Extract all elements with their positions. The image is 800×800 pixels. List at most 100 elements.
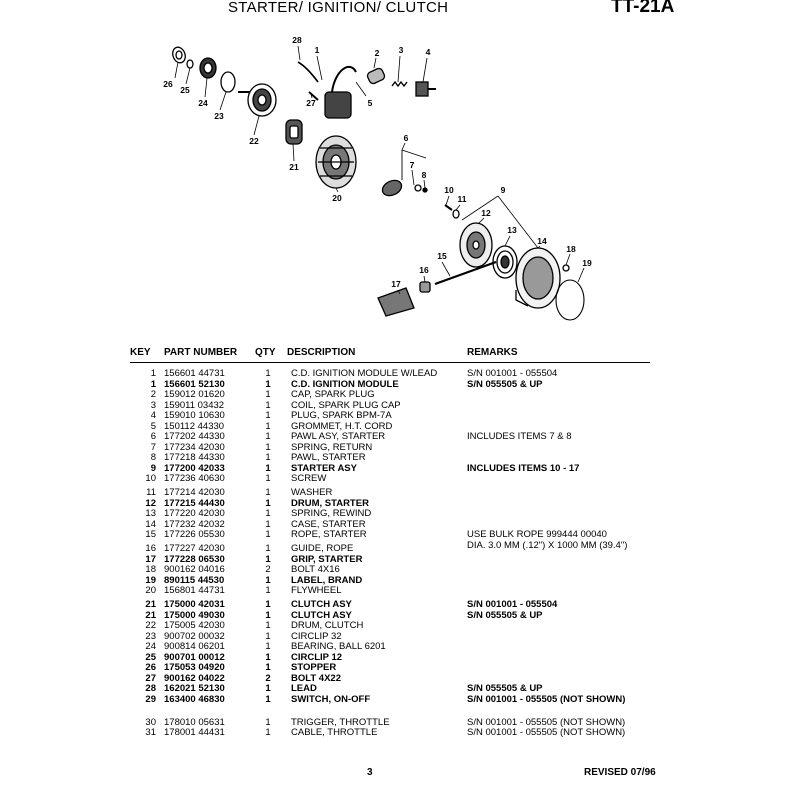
cell-remarks: S/N 055505 & UP xyxy=(467,683,543,694)
cell-key: 1 xyxy=(150,368,156,379)
part-stopper xyxy=(172,46,186,64)
cell-part-number: 159010 10630 xyxy=(164,410,225,421)
cell-qty: 1 xyxy=(265,368,271,379)
part-brand-label xyxy=(555,279,585,321)
callout-23: 23 xyxy=(214,111,224,121)
table-body: 1 156601 44731 1 C.D. IGNITION MODULE W/LEA… xyxy=(130,369,770,739)
callout-10: 10 xyxy=(444,185,454,195)
page-title: STARTER/ IGNITION/ CLUTCH xyxy=(228,0,449,16)
cell-qty: 1 xyxy=(265,452,271,463)
cell-description: CLUTCH ASY xyxy=(291,609,352,621)
cell-key: 1 xyxy=(150,378,156,390)
header-part-number: PART NUMBER xyxy=(164,347,238,358)
callout-1: 1 xyxy=(315,45,320,55)
cell-qty: 1 xyxy=(265,462,271,474)
cell-qty: 1 xyxy=(265,410,271,421)
cell-part-number: 156801 44731 xyxy=(164,585,225,596)
cell-description: BEARING, BALL 6201 xyxy=(291,641,386,652)
callout-3: 3 xyxy=(399,45,404,55)
callout-13: 13 xyxy=(507,225,517,235)
cell-description: PLUG, SPARK BPM-7A xyxy=(291,410,392,421)
document-code: TT-21A xyxy=(611,0,675,17)
cell-part-number: 177226 05530 xyxy=(164,529,225,540)
cell-key: 12 xyxy=(145,497,156,509)
cell-description: PAWL ASY, STARTER xyxy=(291,431,386,442)
part-bolt-4x22 xyxy=(308,91,319,101)
cell-qty: 1 xyxy=(265,585,271,596)
cell-qty: 1 xyxy=(265,543,271,554)
cell-part-number: 175053 04920 xyxy=(164,662,225,673)
cell-part-number: 163400 46830 xyxy=(164,693,225,705)
cell-remarks: USE BULK ROPE 999444 00040 xyxy=(467,529,607,540)
cell-remarks: INCLUDES ITEMS 10 - 17 xyxy=(467,462,580,474)
callout-7: 7 xyxy=(410,160,415,170)
cell-qty: 1 xyxy=(265,662,271,673)
part-spark-plug-cap xyxy=(366,67,386,85)
cell-qty: 1 xyxy=(265,641,271,652)
cell-key: 18 xyxy=(145,564,156,575)
cell-qty: 1 xyxy=(265,473,271,484)
cell-part-number: 156601 44731 xyxy=(164,368,225,379)
cell-description: C.D. IGNITION MODULE W/LEAD xyxy=(291,368,438,379)
cell-part-number: 177202 44330 xyxy=(164,431,225,442)
cell-qty: 1 xyxy=(265,431,271,442)
part-screw xyxy=(444,204,453,211)
cell-qty: 1 xyxy=(265,599,271,610)
part-flywheel xyxy=(315,135,357,189)
cell-description: CASE, STARTER xyxy=(291,518,366,530)
callout-26: 26 xyxy=(163,79,173,89)
cell-part-number: 178001 44431 xyxy=(164,727,225,738)
cell-description: FLYWHEEL xyxy=(291,585,342,596)
cell-part-number: 177228 06530 xyxy=(164,553,225,565)
callout-14: 14 xyxy=(537,236,547,246)
exploded-parts-diagram: 1 2 3 4 5 6 7 8 9 10 11 12 13 14 15 16 1… xyxy=(163,35,592,321)
cell-description: SCREW xyxy=(291,473,327,484)
part-circlip-12 xyxy=(186,59,194,69)
callout-9: 9 xyxy=(501,185,506,195)
cell-description: BOLT 4X16 xyxy=(291,564,340,575)
cell-description: CLUTCH ASY xyxy=(291,599,352,610)
cell-qty: 1 xyxy=(265,716,271,728)
cell-description: CIRCLIP 12 xyxy=(291,651,343,663)
cell-qty: 1 xyxy=(265,620,271,631)
cell-description: COIL, SPARK PLUG CAP xyxy=(291,399,401,411)
callout-20: 20 xyxy=(332,193,342,203)
cell-part-number: 177214 42030 xyxy=(164,487,225,498)
part-coil xyxy=(391,80,408,88)
page-number: 3 xyxy=(367,767,373,778)
cell-description: DRUM, STARTER xyxy=(291,497,369,509)
cell-remarks: S/N 001001 - 055505 (NOT SHOWN) xyxy=(467,693,626,705)
callout-15: 15 xyxy=(437,251,447,261)
cell-key: 6 xyxy=(150,431,156,442)
cell-qty: 1 xyxy=(265,497,271,509)
cell-qty: 1 xyxy=(265,727,271,738)
cell-part-number: 177200 42033 xyxy=(164,462,225,474)
cell-qty: 1 xyxy=(265,609,271,621)
cell-description: SWITCH, ON-OFF xyxy=(291,693,371,705)
revision-date: REVISED 07/96 xyxy=(584,767,656,778)
cell-key: 17 xyxy=(145,553,156,565)
cell-part-number: 159011 03432 xyxy=(164,399,225,411)
cell-qty: 2 xyxy=(265,564,271,575)
cell-key: 26 xyxy=(145,662,156,673)
cell-key: 10 xyxy=(145,473,156,484)
table-header: KEY PART NUMBER QTY DESCRIPTION REMARKS xyxy=(130,345,770,359)
part-lead xyxy=(297,61,319,83)
callout-25: 25 xyxy=(180,85,190,95)
cell-part-number: 177218 44330 xyxy=(164,452,225,463)
